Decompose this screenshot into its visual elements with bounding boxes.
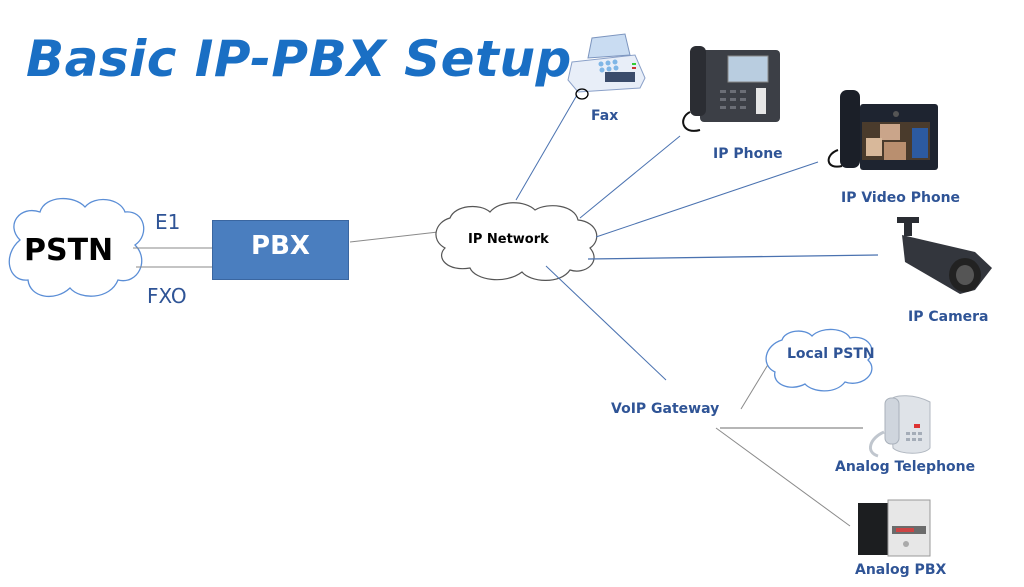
analog-pbx-icon — [858, 499, 931, 557]
ip-phone-label: IP Phone — [713, 146, 783, 162]
ip-video-phone-label: IP Video Phone — [841, 190, 961, 206]
analog-telephone-label: Analog Telephone — [835, 459, 976, 475]
fax-link — [515, 94, 578, 201]
analog-telephone-icon — [869, 395, 931, 458]
pstn-cloud — [8, 197, 145, 298]
ip-network-label: IP Network — [468, 232, 549, 247]
ip-phone-link — [579, 135, 681, 219]
diagram-title: Basic IP-PBX Setup — [26, 30, 572, 88]
ip-camera-label: IP Camera — [908, 309, 989, 325]
ip-camera-link — [587, 254, 879, 260]
voip-gateway-link — [545, 265, 667, 381]
local-pstn-cloud — [765, 328, 873, 392]
fax-icon — [567, 33, 646, 100]
voip-gateway-label: VoIP Gateway — [611, 401, 720, 417]
ip-video-phone-icon — [827, 90, 938, 170]
ip-camera-icon — [897, 217, 992, 294]
e1-label: E1 — [155, 210, 181, 234]
pstn-label: PSTN — [24, 233, 114, 268]
ip-phone-icon — [682, 46, 780, 132]
analog-pbx-link — [715, 427, 851, 527]
local-pstn-label: Local PSTN — [787, 346, 875, 362]
analog-pbx-label: Analog PBX — [855, 562, 947, 578]
ip-network-cloud — [435, 202, 598, 281]
local-pstn-link — [740, 357, 773, 410]
ip-video-phone-link — [595, 161, 819, 238]
pbx-box: PBX — [212, 220, 349, 280]
fax-label: Fax — [591, 108, 619, 124]
fxo-label: FXO — [147, 284, 187, 308]
pbx-ipnetwork-link — [349, 231, 439, 243]
